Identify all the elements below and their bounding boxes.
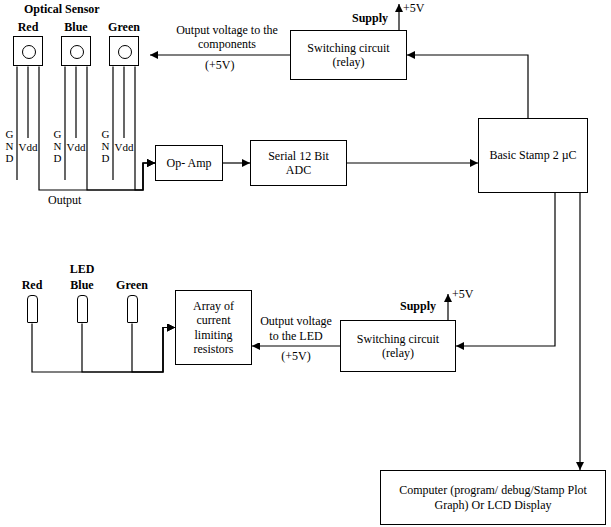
adc-box: Serial 12 Bit ADC [250, 140, 347, 186]
voltage-label: (+5V) [205, 59, 234, 73]
voltage-label: +5V [452, 288, 473, 302]
gnd-lead [64, 66, 65, 180]
vdd-lead [27, 66, 28, 138]
pin-label: G N D [5, 128, 14, 164]
led: Green [114, 278, 150, 323]
output-arrow [150, 54, 290, 55]
component-label: Green [106, 20, 142, 34]
optical-sensor: Blue [58, 20, 94, 66]
component-label: Red [10, 20, 46, 34]
pin-label: Vdd [67, 141, 86, 154]
opamp-box: Op- Amp [155, 145, 223, 181]
signal-label: Output voltage to the components [168, 24, 286, 52]
gnd-lead [16, 66, 17, 180]
sensor-lens [70, 45, 84, 59]
optical-sensor: Red [10, 20, 46, 66]
relay-box: Switching circuit (relay) [340, 320, 456, 372]
gnd-lead [112, 66, 113, 180]
group-label: LED [70, 263, 95, 277]
optical-sensor: Green [106, 20, 142, 66]
box-text: Array of current limiting resistors [182, 299, 245, 357]
pin-label: Vdd [115, 141, 134, 154]
pin-label: G N D [53, 128, 62, 164]
connector-arrow [82, 323, 175, 372]
box-text: Computer (program/ debug/Stamp Plot Grap… [387, 483, 599, 512]
box-text: Op- Amp [167, 156, 212, 170]
component-label: Blue [64, 278, 100, 292]
output-device-box: Computer (program/ debug/Stamp Plot Grap… [380, 470, 606, 525]
pin-label: Vdd [19, 141, 38, 154]
component-label: Red [14, 278, 50, 292]
heading-label: Optical Sensor [24, 3, 100, 17]
sensor-lens [22, 45, 36, 59]
component-label: Blue [58, 20, 94, 34]
microcontroller-box: Basic Stamp 2 µC [478, 118, 588, 193]
led-body [77, 295, 88, 323]
component-label: Green [114, 278, 150, 292]
connector-arrow [407, 55, 528, 118]
supply-arrow [398, 4, 399, 30]
connector-arrow [252, 345, 340, 346]
signal-label: Output [48, 194, 81, 208]
sensor-body [109, 36, 139, 66]
connector-arrow [87, 66, 155, 190]
connector-arrow [456, 193, 555, 346]
box-text: Switching circuit (relay) [347, 332, 449, 361]
box-text: Serial 12 Bit ADC [257, 149, 340, 178]
supply-label: Supply [352, 12, 388, 26]
vdd-lead [75, 66, 76, 138]
led: Red [14, 278, 50, 323]
voltage-label: +5V [403, 2, 424, 16]
connector-arrow [132, 323, 175, 372]
connector-arrow [135, 66, 155, 190]
connector-arrow [223, 162, 250, 163]
relay-box: Switching circuit (relay) [290, 30, 407, 80]
pin-label: G N D [101, 128, 110, 164]
connector-arrow [347, 162, 478, 163]
sensor-body [13, 36, 43, 66]
supply-label: Supply [400, 300, 436, 314]
connector-arrow [579, 193, 580, 470]
box-text: Basic Stamp 2 µC [489, 148, 576, 162]
sensor-lens [118, 45, 132, 59]
led: Blue [64, 278, 100, 323]
connector-label: Output voltage to the LED [255, 314, 337, 343]
decoration-layer [17, 4, 448, 320]
vdd-lead [123, 66, 124, 138]
connector-arrow [32, 323, 175, 372]
supply-arrow [447, 294, 448, 320]
resistor-array-box: Array of current limiting resistors [175, 290, 252, 365]
connector-arrow [39, 66, 155, 190]
sensor-body [61, 36, 91, 66]
led-body [127, 295, 138, 323]
led-body [27, 295, 38, 323]
box-text: Switching circuit (relay) [297, 41, 400, 70]
voltage-label: (+5V) [281, 350, 310, 364]
